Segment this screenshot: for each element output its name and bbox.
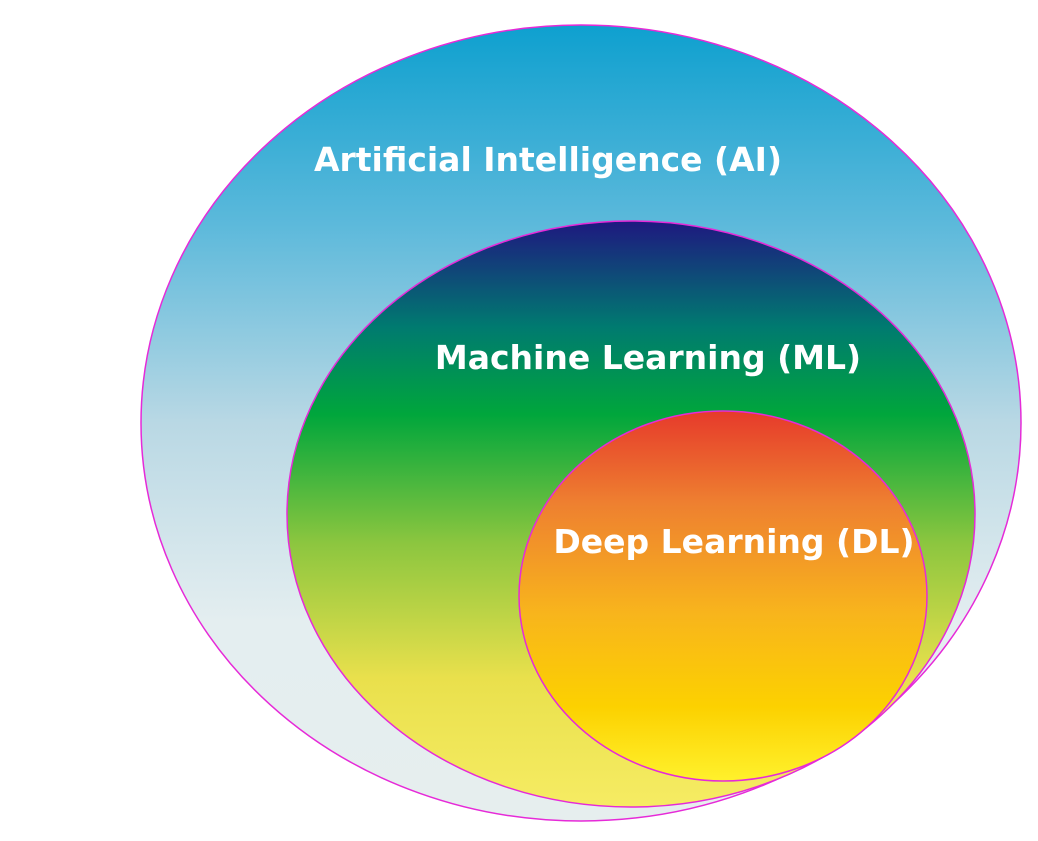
dl-ellipse bbox=[518, 410, 928, 782]
dl-label: Deep Learning (DL) bbox=[553, 522, 914, 561]
ai-label: Artificial Intelligence (AI) bbox=[314, 140, 782, 179]
ml-label: Machine Learning (ML) bbox=[435, 338, 861, 377]
